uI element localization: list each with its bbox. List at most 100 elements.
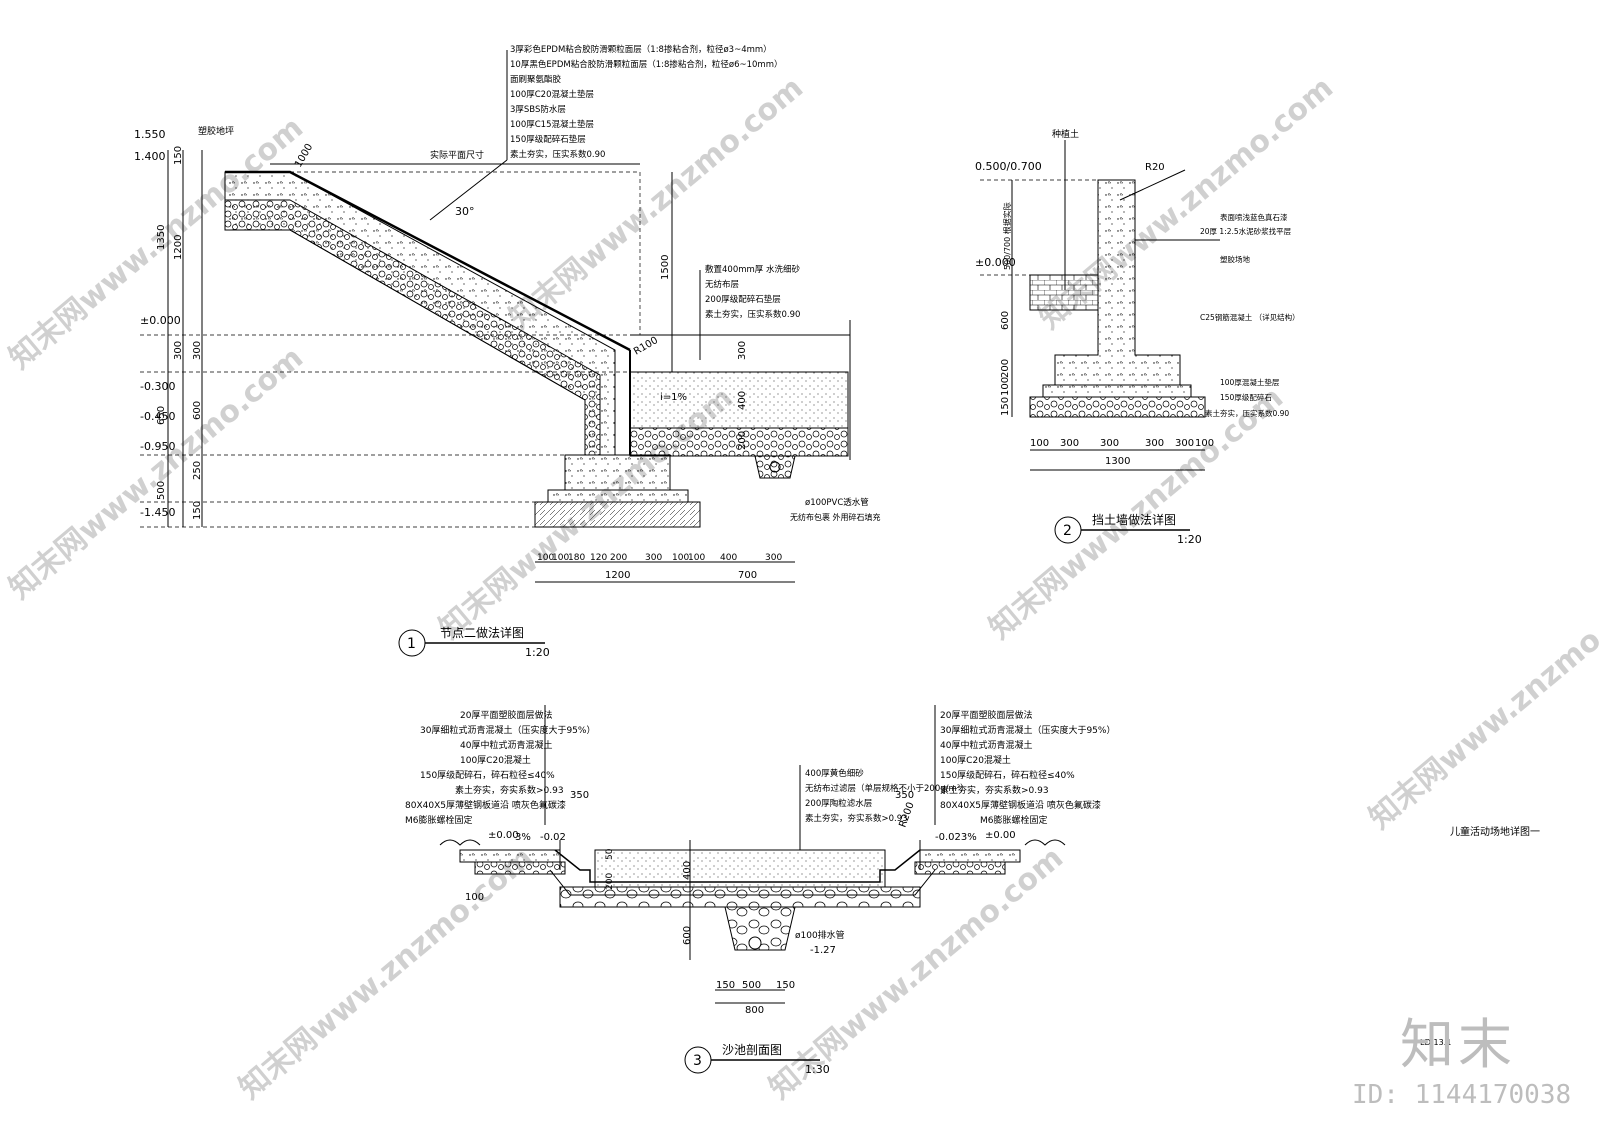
vdim-1350: 1350 xyxy=(156,225,167,250)
svg-text:无纺布过滤层（单层规格不小于200g/m²）: 无纺布过滤层（单层规格不小于200g/m²） xyxy=(805,783,969,794)
pool-gravel xyxy=(629,427,849,457)
detail-1-section xyxy=(140,50,851,583)
elev-m950: -0.950 xyxy=(140,440,175,453)
layer-8: 素土夯实，压实系数0.90 xyxy=(510,149,605,160)
elev-zero: ±0.000 xyxy=(975,256,1016,269)
center-layer-list: 400厚黄色细砂 无纺布过滤层（单层规格不小于200g/m²） 200厚陶粒滤水… xyxy=(805,768,969,824)
svg-text:20厚平面塑胶面层做法: 20厚平面塑胶面层做法 xyxy=(940,709,1032,721)
detail-2-title: 2 挡土墙做法详图 1:20 xyxy=(1054,512,1202,546)
svg-text:400: 400 xyxy=(720,553,737,563)
vdim-150: 150 xyxy=(173,146,184,165)
vdim-150: 150 xyxy=(1000,397,1011,416)
wall-hdims: 100 300 300 300 300 100 xyxy=(1030,438,1214,449)
detail-1-title-text: 节点二做法详图 xyxy=(440,625,524,640)
slope-left2: -0.02 xyxy=(540,832,566,843)
drain-pipe xyxy=(748,936,762,950)
svg-text:300: 300 xyxy=(1175,438,1194,449)
detail-2-scale: 1:20 xyxy=(1177,533,1202,546)
elev-m300: -0.300 xyxy=(140,380,175,393)
layer-5: 3厚SBS防水层 xyxy=(510,104,566,115)
layer-4: 100厚C20混凝土垫层 xyxy=(510,89,594,100)
pipe-label: ø100PVC透水管 xyxy=(805,497,869,508)
svg-text:100厚C20混凝土: 100厚C20混凝土 xyxy=(940,754,1011,766)
pipe-note: 无纺布包裹 外用碎石填充 xyxy=(790,512,881,522)
svg-text:80X40X5厚薄壁钢板道沿 喷灰色氟碳漆: 80X40X5厚薄壁钢板道沿 喷灰色氟碳漆 xyxy=(405,799,566,811)
detail-2-number: 2 xyxy=(1063,523,1072,539)
svg-text:塑胶场地: 塑胶场地 xyxy=(1220,254,1250,264)
svg-text:150: 150 xyxy=(776,980,795,991)
svg-text:30厚细粒式沥青混凝土（压实度大于95%）: 30厚细粒式沥青混凝土（压实度大于95%） xyxy=(420,724,595,736)
top-label: 塑胶地坪 xyxy=(198,125,234,137)
detail-1-scale: 1:20 xyxy=(525,646,550,659)
pool-layer-3: 200厚级配碎石垫层 xyxy=(705,294,781,305)
svg-text:知末网www.znzmo.com: 知末网www.znzmo.com xyxy=(1363,570,1600,836)
left-layer-list: 20厚平面塑胶面层做法 30厚细粒式沥青混凝土（压实度大于95%） 40厚中粒式… xyxy=(405,709,595,826)
detail-1-number: 1 xyxy=(407,636,416,652)
svg-text:40厚中粒式沥青混凝土: 40厚中粒式沥青混凝土 xyxy=(460,739,552,751)
zero-right: ±0.00 xyxy=(985,830,1016,841)
plastic-surface xyxy=(1029,274,1099,311)
svg-text:100: 100 xyxy=(688,553,705,563)
sand-layer xyxy=(629,371,849,429)
detail-3-scale: 1:30 xyxy=(805,1063,830,1076)
svg-text:100: 100 xyxy=(1195,438,1214,449)
vdim-300: 300 xyxy=(173,341,184,360)
svg-text:100: 100 xyxy=(537,553,554,563)
pit-hdims: 150 500 150 xyxy=(716,980,795,991)
r200-label: R200 xyxy=(897,801,916,829)
wall-height: 500/700 根据实际 xyxy=(1002,202,1012,270)
svg-text:150厚级配碎石，碎石粒径≤40%: 150厚级配碎石，碎石粒径≤40% xyxy=(420,769,555,781)
vdim-200r: 200 xyxy=(737,431,748,450)
elev-0: ±0.000 xyxy=(140,314,181,327)
layer-6: 100厚C15混凝土垫层 xyxy=(510,119,594,130)
drain-pipe-label: ø100排水管 xyxy=(795,929,845,941)
svg-text:M6膨胀螺栓固定: M6膨胀螺栓固定 xyxy=(405,814,473,826)
svg-text:M6膨胀螺栓固定: M6膨胀螺栓固定 xyxy=(980,814,1048,826)
angle-label: 30° xyxy=(455,205,475,218)
svg-text:300: 300 xyxy=(1145,438,1164,449)
pool-layer-1: 敷置400mm厚 水洗细砂 xyxy=(705,264,800,275)
detail-3-number: 3 xyxy=(693,1053,702,1069)
svg-text:150: 150 xyxy=(716,980,735,991)
layer-7: 150厚级配碎石垫层 xyxy=(510,134,586,145)
hdim-700: 700 xyxy=(738,570,757,581)
svg-text:200厚陶粒滤水层: 200厚陶粒滤水层 xyxy=(805,798,872,809)
right-layer-list: 20厚平面塑胶面层做法 30厚细粒式沥青混凝土（压实度大于95%） 40厚中粒式… xyxy=(940,709,1115,826)
vdim-250: 250 xyxy=(192,461,203,480)
footing xyxy=(564,454,671,491)
r100-label: R100 xyxy=(632,335,660,358)
svg-text:30厚细粒式沥青混凝土（压实度大于95%）: 30厚细粒式沥青混凝土（压实度大于95%） xyxy=(940,724,1115,736)
dim-400: 400 xyxy=(682,861,693,880)
vdim-600: 600 xyxy=(192,401,203,420)
elev-m1450: -1.450 xyxy=(140,506,175,519)
svg-text:150厚级配碎石，碎石粒径≤40%: 150厚级配碎石，碎石粒径≤40% xyxy=(940,769,1075,781)
svg-text:表面喷浅蓝色真石漆: 表面喷浅蓝色真石漆 xyxy=(1220,212,1288,222)
elev-1400: 1.400 xyxy=(134,150,166,163)
svg-text:100: 100 xyxy=(552,553,569,563)
dim-600: 600 xyxy=(682,926,693,945)
detail-2-annotations: 0.500/0.700 ±0.000 种植土 R20 500/700 根据实际 … xyxy=(975,128,1300,546)
vdim-1500: 1500 xyxy=(660,255,671,280)
deep-elev: -1.27 xyxy=(810,945,836,956)
detail-1-annotations: 1.550 1.400 ±0.000 -0.300 -0.450 -0.950 … xyxy=(134,44,881,659)
vdim-200: 200 xyxy=(1000,359,1011,378)
svg-text:150厚级配碎石: 150厚级配碎石 xyxy=(1220,392,1272,402)
pool-layer-4: 素土夯实，压实系数0.90 xyxy=(705,309,800,320)
svg-text:180: 180 xyxy=(568,553,585,563)
detail-3-title-text: 沙池剖面图 xyxy=(722,1043,782,1057)
svg-text:素土夯实，夯实系数>0.93: 素土夯实，夯实系数>0.93 xyxy=(455,784,564,796)
svg-text:20厚 1:2.5水泥砂浆找平层: 20厚 1:2.5水泥砂浆找平层 xyxy=(1200,226,1292,236)
dim-350-left: 350 xyxy=(570,790,589,801)
svg-text:120: 120 xyxy=(590,553,607,563)
svg-text:知末网www.znzmo.com: 知末网www.znzmo.com xyxy=(233,840,540,1106)
plan-dim-label: 实际平面尺寸 xyxy=(430,149,484,161)
vdim-500: 500 xyxy=(156,481,167,500)
svg-text:300: 300 xyxy=(765,553,782,563)
sheet-title-note: 儿童活动场地详图一 xyxy=(1450,825,1540,838)
drain-trench xyxy=(724,906,796,951)
sand-pit xyxy=(594,849,886,888)
soil-base xyxy=(534,501,701,528)
hdim-top: 100 100 180 120 200 300 100 100 400 300 xyxy=(537,553,782,563)
svg-text:素土夯实，夯实系数>0.93: 素土夯实，夯实系数>0.93 xyxy=(940,784,1049,796)
